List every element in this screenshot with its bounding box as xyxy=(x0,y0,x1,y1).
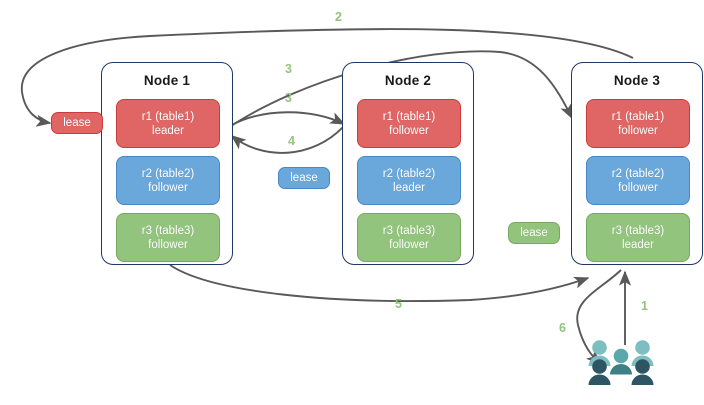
replica-name: r2 (table2) xyxy=(382,167,436,180)
replica-node1-r1[interactable]: r1 (table1) leader xyxy=(116,99,220,148)
step-label-4: 4 xyxy=(288,134,295,148)
step-label-2: 2 xyxy=(335,10,342,24)
replica-node3-r2[interactable]: r2 (table2) follower xyxy=(586,156,690,205)
lease-label: lease xyxy=(290,172,318,184)
node-box-node1[interactable]: Node 1 r1 (table1) leader r2 (table2) fo… xyxy=(101,62,233,265)
replica-role: follower xyxy=(618,181,658,194)
replica-node1-r3[interactable]: r3 (table3) follower xyxy=(116,213,220,262)
node-title: Node 1 xyxy=(143,73,191,88)
lease-badge-table3[interactable]: lease xyxy=(508,222,560,244)
replica-role: leader xyxy=(393,181,425,194)
lease-label: lease xyxy=(520,227,548,239)
replica-role: follower xyxy=(618,124,658,137)
replica-name: r1 (table1) xyxy=(382,110,436,123)
replica-node2-r2[interactable]: r2 (table2) leader xyxy=(357,156,461,205)
replica-name: r3 (table3) xyxy=(611,224,665,237)
step-label-3a: 3 xyxy=(285,62,292,76)
replica-node2-r1[interactable]: r1 (table1) follower xyxy=(357,99,461,148)
replica-name: r3 (table3) xyxy=(382,224,436,237)
replica-name: r3 (table3) xyxy=(141,224,195,237)
replica-name: r2 (table2) xyxy=(611,167,665,180)
replica-name: r2 (table2) xyxy=(141,167,195,180)
step-label-5: 5 xyxy=(395,297,402,311)
replica-node2-r3[interactable]: r3 (table3) follower xyxy=(357,213,461,262)
arrow-step-3-to-node2 xyxy=(229,111,346,127)
lease-badge-table2[interactable]: lease xyxy=(278,167,330,189)
lease-badge-table1[interactable]: lease xyxy=(51,112,103,134)
arrow-step-5 xyxy=(169,264,590,302)
node-box-node2[interactable]: Node 2 r1 (table1) follower r2 (table2) … xyxy=(342,62,474,265)
replica-role: follower xyxy=(389,238,429,251)
replica-node1-r2[interactable]: r2 (table2) follower xyxy=(116,156,220,205)
replica-role: follower xyxy=(389,124,429,137)
replica-node3-r1[interactable]: r1 (table1) follower xyxy=(586,99,690,148)
node-title: Node 2 xyxy=(384,73,432,88)
users-group-icon xyxy=(585,338,657,390)
step-label-6: 6 xyxy=(559,321,566,335)
node-title: Node 3 xyxy=(613,73,661,88)
replica-role: leader xyxy=(152,124,184,137)
users-group-glyph xyxy=(588,340,654,385)
node-box-node3[interactable]: Node 3 r1 (table1) follower r2 (table2) … xyxy=(571,62,703,265)
step-label-3b: 3 xyxy=(285,91,292,105)
replica-name: r1 (table1) xyxy=(611,110,665,123)
step-label-1: 1 xyxy=(641,299,648,313)
lease-label: lease xyxy=(63,117,91,129)
replica-name: r1 (table1) xyxy=(141,110,195,123)
replica-role: leader xyxy=(622,238,654,251)
replica-node3-r3[interactable]: r3 (table3) leader xyxy=(586,213,690,262)
replica-role: follower xyxy=(148,181,188,194)
replica-role: follower xyxy=(148,238,188,251)
